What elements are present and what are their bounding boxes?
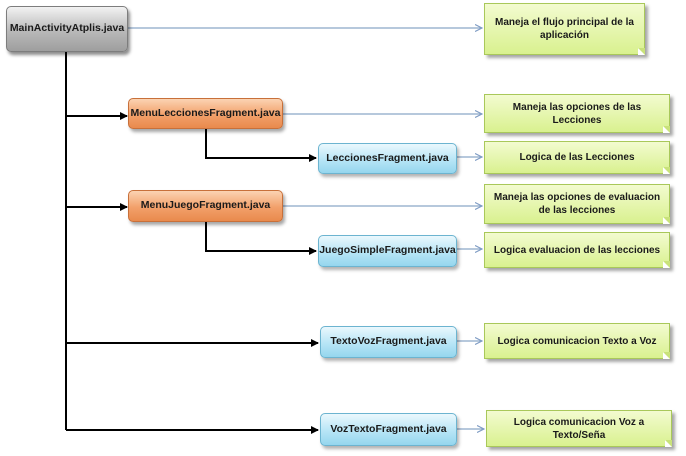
node-lecciones-fragment: LeccionesFragment.java	[318, 143, 457, 174]
node-menu-juego-fragment: MenuJuegoFragment.java	[128, 190, 283, 222]
note-juego-simple: Logica evaluacion de las lecciones	[484, 232, 670, 268]
node-juego-simple-fragment: JuegoSimpleFragment.java	[318, 235, 457, 267]
arrow-menu-juego-to-juego-simple	[205, 222, 317, 255]
node-main-activity: MainActivityAtplis.java	[6, 6, 128, 52]
note-main-activity: Maneja el flujo principal de la aplicaci…	[484, 3, 645, 55]
note-texto-voz: Logica comunicacion Texto a Voz	[484, 323, 670, 359]
node-menu-lecciones-fragment: MenuLeccionesFragment.java	[128, 98, 283, 129]
node-texto-voz-fragment: TextoVozFragment.java	[320, 326, 457, 358]
note-voz-texto: Logica comunicacion Voz a Texto/Seña	[486, 410, 672, 447]
note-menu-juego: Maneja las opciones de evaluacion de las…	[484, 184, 670, 224]
note-menu-lecciones: Maneja las opciones de las Lecciones	[484, 94, 670, 133]
node-voz-texto-fragment: VozTextoFragment.java	[320, 413, 457, 446]
arrow-menu-lecciones-to-lecciones	[205, 129, 317, 162]
note-lecciones: Logica de las Lecciones	[484, 141, 670, 174]
